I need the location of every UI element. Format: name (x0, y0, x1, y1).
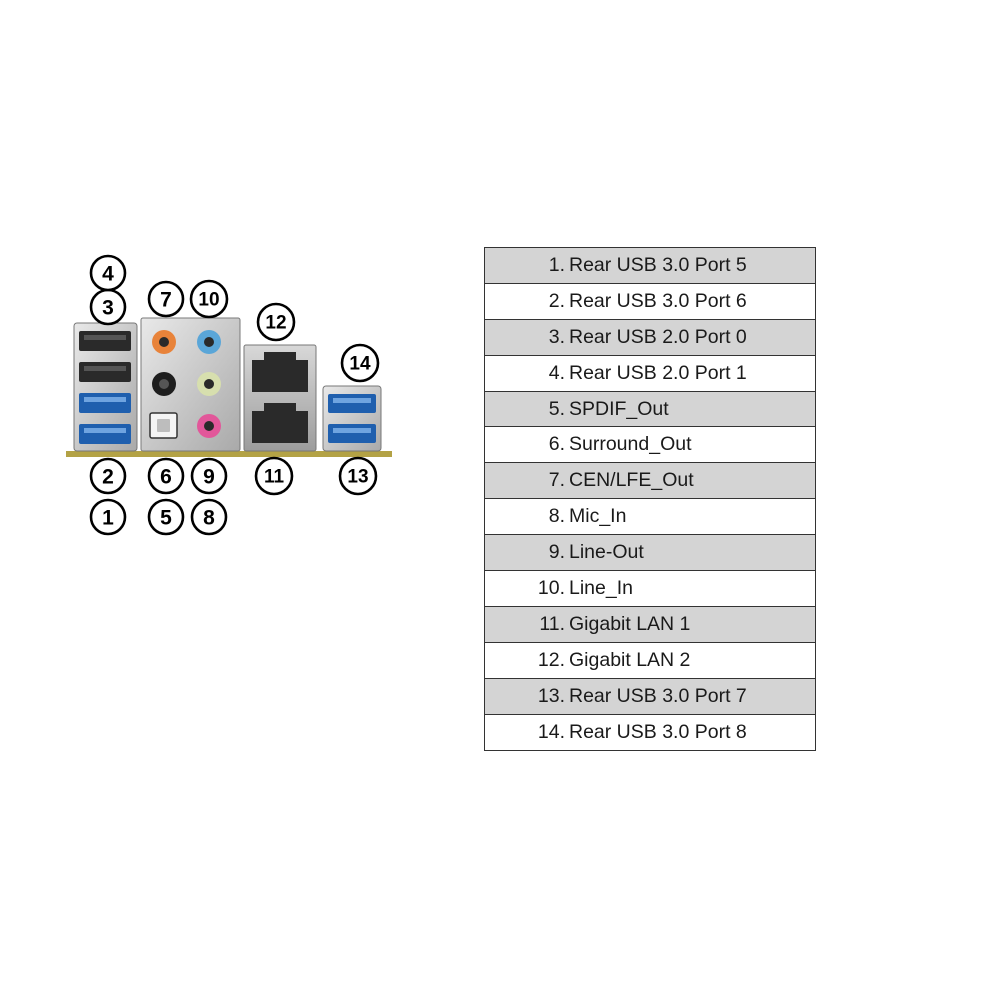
audio-jack-pink-icon (197, 414, 221, 438)
legend-row: 9.Line-Out (485, 535, 815, 572)
svg-text:5: 5 (160, 507, 172, 530)
legend-number: 6. (548, 433, 565, 456)
callout-14: 14 (340, 343, 380, 383)
svg-text:3: 3 (102, 297, 114, 320)
svg-text:7: 7 (160, 289, 172, 312)
port-legend-table: 1.Rear USB 3.0 Port 5 2.Rear USB 3.0 Por… (484, 247, 816, 752)
legend-label: Rear USB 2.0 Port 1 (569, 361, 747, 384)
svg-text:10: 10 (198, 290, 219, 311)
legend-row: 8.Mic_In (485, 499, 815, 536)
audio-jack-blue-icon (197, 330, 221, 354)
callout-12: 12 (256, 302, 296, 342)
legend-number: 5. (548, 397, 565, 420)
audio-jack-black-icon (152, 372, 176, 396)
legend-label: Rear USB 3.0 Port 7 (569, 684, 747, 707)
legend-label: Gigabit LAN 1 (569, 612, 691, 635)
legend-number: 13. (537, 684, 565, 707)
svg-text:9: 9 (203, 466, 215, 489)
legend-label: Rear USB 3.0 Port 6 (569, 289, 747, 312)
usb-stack-left (73, 322, 138, 452)
callout-3: 3 (89, 288, 127, 326)
usb-stack-right (322, 385, 382, 452)
legend-row: 12.Gigabit LAN 2 (485, 642, 815, 679)
board-edge (66, 451, 392, 457)
callout-13: 13 (338, 456, 378, 496)
legend-row: 13.Rear USB 3.0 Port 7 (485, 678, 815, 715)
callout-10: 10 (189, 279, 229, 319)
legend-number: 11. (539, 612, 565, 635)
legend-number: 7. (548, 469, 565, 492)
legend-number: 9. (548, 541, 565, 564)
legend-label: Line_In (569, 576, 633, 599)
svg-text:11: 11 (264, 467, 285, 488)
callout-1: 1 (89, 498, 127, 536)
legend-row: 6.Surround_Out (485, 427, 815, 464)
legend-number: 2. (548, 289, 565, 312)
svg-text:13: 13 (347, 467, 368, 488)
legend-row: 11.Gigabit LAN 1 (485, 606, 815, 643)
svg-text:12: 12 (265, 313, 286, 334)
callout-8: 8 (190, 498, 228, 536)
lan-stack (243, 344, 317, 452)
legend-label: Gigabit LAN 2 (569, 648, 691, 671)
usb3-port-icon (79, 393, 131, 413)
usb2-port-icon (79, 362, 131, 382)
audio-jack-orange-icon (152, 330, 176, 354)
usb3-port-icon (328, 424, 376, 443)
svg-text:14: 14 (349, 354, 371, 375)
svg-text:2: 2 (102, 466, 114, 489)
legend-row: 2.Rear USB 3.0 Port 6 (485, 283, 815, 320)
legend-row: 14.Rear USB 3.0 Port 8 (485, 714, 815, 751)
legend-row: 4.Rear USB 2.0 Port 1 (485, 355, 815, 392)
audio-jack-lime-icon (197, 372, 221, 396)
legend-number: 14. (537, 721, 565, 744)
svg-text:8: 8 (203, 507, 215, 530)
usb2-port-icon (79, 331, 131, 351)
legend-row: 3.Rear USB 2.0 Port 0 (485, 319, 815, 356)
legend-row: 5.SPDIF_Out (485, 391, 815, 428)
legend-label: CEN/LFE_Out (569, 469, 694, 492)
callout-7: 7 (147, 280, 185, 318)
legend-number: 4. (548, 361, 565, 384)
callout-6: 6 (147, 457, 185, 495)
legend-number: 10. (537, 576, 565, 599)
legend-label: Rear USB 2.0 Port 0 (569, 325, 747, 348)
callout-9: 9 (190, 457, 228, 495)
usb3-port-icon (79, 424, 131, 444)
callout-4: 4 (89, 254, 127, 292)
svg-text:1: 1 (102, 507, 114, 530)
callout-11: 11 (254, 456, 294, 496)
legend-row: 1.Rear USB 3.0 Port 5 (485, 248, 815, 284)
audio-block (140, 317, 241, 452)
legend-number: 8. (548, 505, 565, 528)
legend-row: 10.Line_In (485, 571, 815, 607)
legend-number: 1. (548, 253, 565, 276)
legend-label: SPDIF_Out (569, 397, 669, 420)
legend-label: Surround_Out (569, 433, 692, 456)
svg-text:4: 4 (102, 263, 114, 286)
legend-label: Line-Out (569, 541, 644, 564)
callout-5: 5 (147, 498, 185, 536)
usb3-port-icon (328, 394, 376, 413)
legend-label: Rear USB 3.0 Port 8 (569, 721, 747, 744)
legend-row: 7.CEN/LFE_Out (485, 463, 815, 500)
legend-number: 3. (548, 325, 565, 348)
rj45-port-icon (252, 352, 308, 392)
legend-label: Rear USB 3.0 Port 5 (569, 253, 747, 276)
rj45-port-icon (252, 403, 308, 443)
callout-2: 2 (89, 457, 127, 495)
legend-number: 12. (537, 648, 565, 671)
svg-text:6: 6 (160, 466, 172, 489)
spdif-port-icon (149, 412, 178, 439)
legend-label: Mic_In (569, 505, 627, 528)
